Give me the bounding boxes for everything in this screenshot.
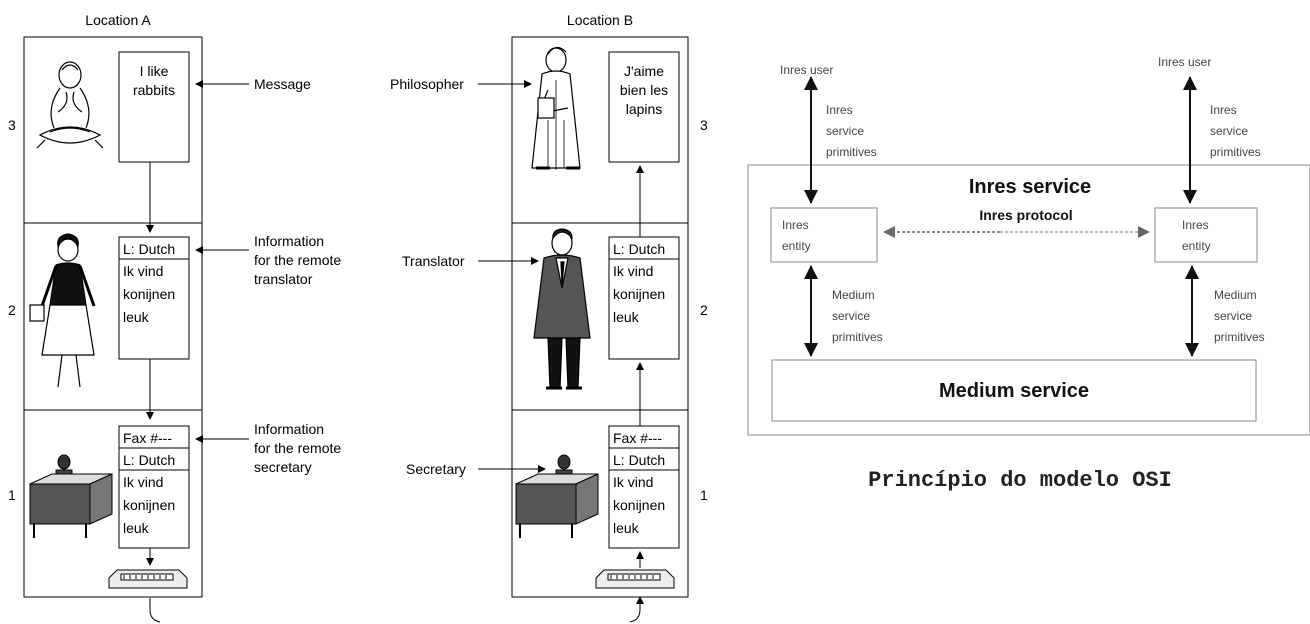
svg-text:Fax #---: Fax #--- (613, 430, 662, 446)
svg-text:I like: I like (140, 63, 169, 79)
wire-b (629, 596, 644, 623)
translator-man-icon (533, 228, 591, 390)
philosopher-robed-icon (531, 46, 581, 170)
medium-primitives-right-2: service (1214, 309, 1252, 323)
secretary-desk-icon-b (515, 454, 599, 538)
translator-woman-icon (29, 233, 96, 388)
annotation-info-translator-3: translator (254, 271, 313, 287)
message-box-a3: I like rabbits (118, 51, 190, 163)
medium-primitives-left-1: Medium (832, 288, 875, 302)
location-a-title: Location A (85, 12, 151, 28)
medium-primitives-right-3: primitives (1214, 330, 1265, 344)
svg-text:L: Dutch: L: Dutch (613, 452, 665, 468)
svg-text:leuk: leuk (123, 520, 150, 536)
svg-text:Inres: Inres (782, 218, 809, 232)
service-primitives-left-3: primitives (826, 145, 877, 159)
svg-text:leuk: leuk (613, 309, 640, 325)
secretary-desk-icon (29, 454, 113, 538)
layer-3-label-b: 3 (700, 117, 708, 133)
annotation-message: Message (254, 76, 311, 92)
service-primitives-right-3: primitives (1210, 145, 1261, 159)
svg-text:konijnen: konijnen (613, 497, 665, 513)
service-primitives-right-2: service (1210, 124, 1248, 138)
svg-text:entity: entity (782, 239, 811, 253)
svg-text:Ik vind: Ik vind (123, 263, 163, 279)
annotation-info-secretary-1: Information (254, 421, 324, 437)
philosopher-icon (36, 61, 104, 149)
inres-user-right: Inres user (1158, 55, 1211, 69)
svg-text:rabbits: rabbits (133, 82, 175, 98)
message-box-b1: Fax #--- L: Dutch Ik vind konijnen leuk (608, 425, 680, 549)
service-primitives-left-2: service (826, 124, 864, 138)
svg-text:L: Dutch: L: Dutch (123, 452, 175, 468)
svg-text:Ik vind: Ik vind (613, 263, 653, 279)
annotation-info-secretary-3: secretary (254, 459, 312, 475)
inres-service-title: Inres service (969, 176, 1091, 198)
fax-machine-icon (108, 569, 188, 589)
svg-text:Fax #---: Fax #--- (123, 430, 172, 446)
svg-text:L: Dutch: L: Dutch (123, 241, 175, 257)
message-box-a2: L: Dutch Ik vind konijnen leuk (118, 236, 190, 360)
layer-1-label-a: 1 (8, 487, 16, 503)
service-primitives-right-1: Inres (1210, 103, 1237, 117)
message-box-a1: Fax #--- L: Dutch Ik vind konijnen leuk (118, 425, 190, 549)
inres-entity-left: Inres entity (770, 207, 878, 263)
svg-text:konijnen: konijnen (123, 286, 175, 302)
inres-entity-right: Inres entity (1154, 207, 1258, 263)
annotation-info-translator-2: for the remote (254, 252, 341, 268)
role-secretary: Secretary (406, 461, 466, 477)
message-box-b3: J'aime bien les lapins (608, 51, 680, 163)
layer-1-label-b: 1 (700, 487, 708, 503)
inres-protocol-label: Inres protocol (979, 207, 1072, 223)
annotation-info-translator-1: Information (254, 233, 324, 249)
svg-text:Ik vind: Ik vind (123, 474, 163, 490)
svg-text:J'aime: J'aime (624, 63, 664, 79)
svg-text:lapins: lapins (626, 101, 663, 117)
fax-machine-icon-b (595, 569, 675, 589)
layer-2-label-a: 2 (8, 302, 16, 318)
svg-text:konijnen: konijnen (123, 497, 175, 513)
svg-text:Medium service: Medium service (939, 380, 1089, 402)
svg-text:Inres: Inres (1182, 218, 1209, 232)
layer-3-label-a: 3 (8, 117, 16, 133)
medium-primitives-left-2: service (832, 309, 870, 323)
svg-text:leuk: leuk (613, 520, 640, 536)
svg-text:bien les: bien les (620, 82, 668, 98)
annotation-info-secretary-2: for the remote (254, 440, 341, 456)
svg-text:konijnen: konijnen (613, 286, 665, 302)
medium-service-box: Medium service (771, 359, 1257, 422)
medium-primitives-left-3: primitives (832, 330, 883, 344)
inres-user-left: Inres user (780, 63, 833, 77)
location-b-title: Location B (567, 12, 633, 28)
svg-text:entity: entity (1182, 239, 1211, 253)
role-philosopher: Philosopher (390, 76, 464, 92)
svg-text:L: Dutch: L: Dutch (613, 241, 665, 257)
wire-a (149, 598, 161, 623)
medium-primitives-right-1: Medium (1214, 288, 1257, 302)
svg-text:Ik vind: Ik vind (613, 474, 653, 490)
svg-text:leuk: leuk (123, 309, 150, 325)
service-primitives-left-1: Inres (826, 103, 853, 117)
message-box-b2: L: Dutch Ik vind konijnen leuk (608, 236, 680, 360)
role-translator: Translator (402, 253, 465, 269)
osi-caption: Princípio do modelo OSI (868, 468, 1172, 493)
layer-2-label-b: 2 (700, 302, 708, 318)
